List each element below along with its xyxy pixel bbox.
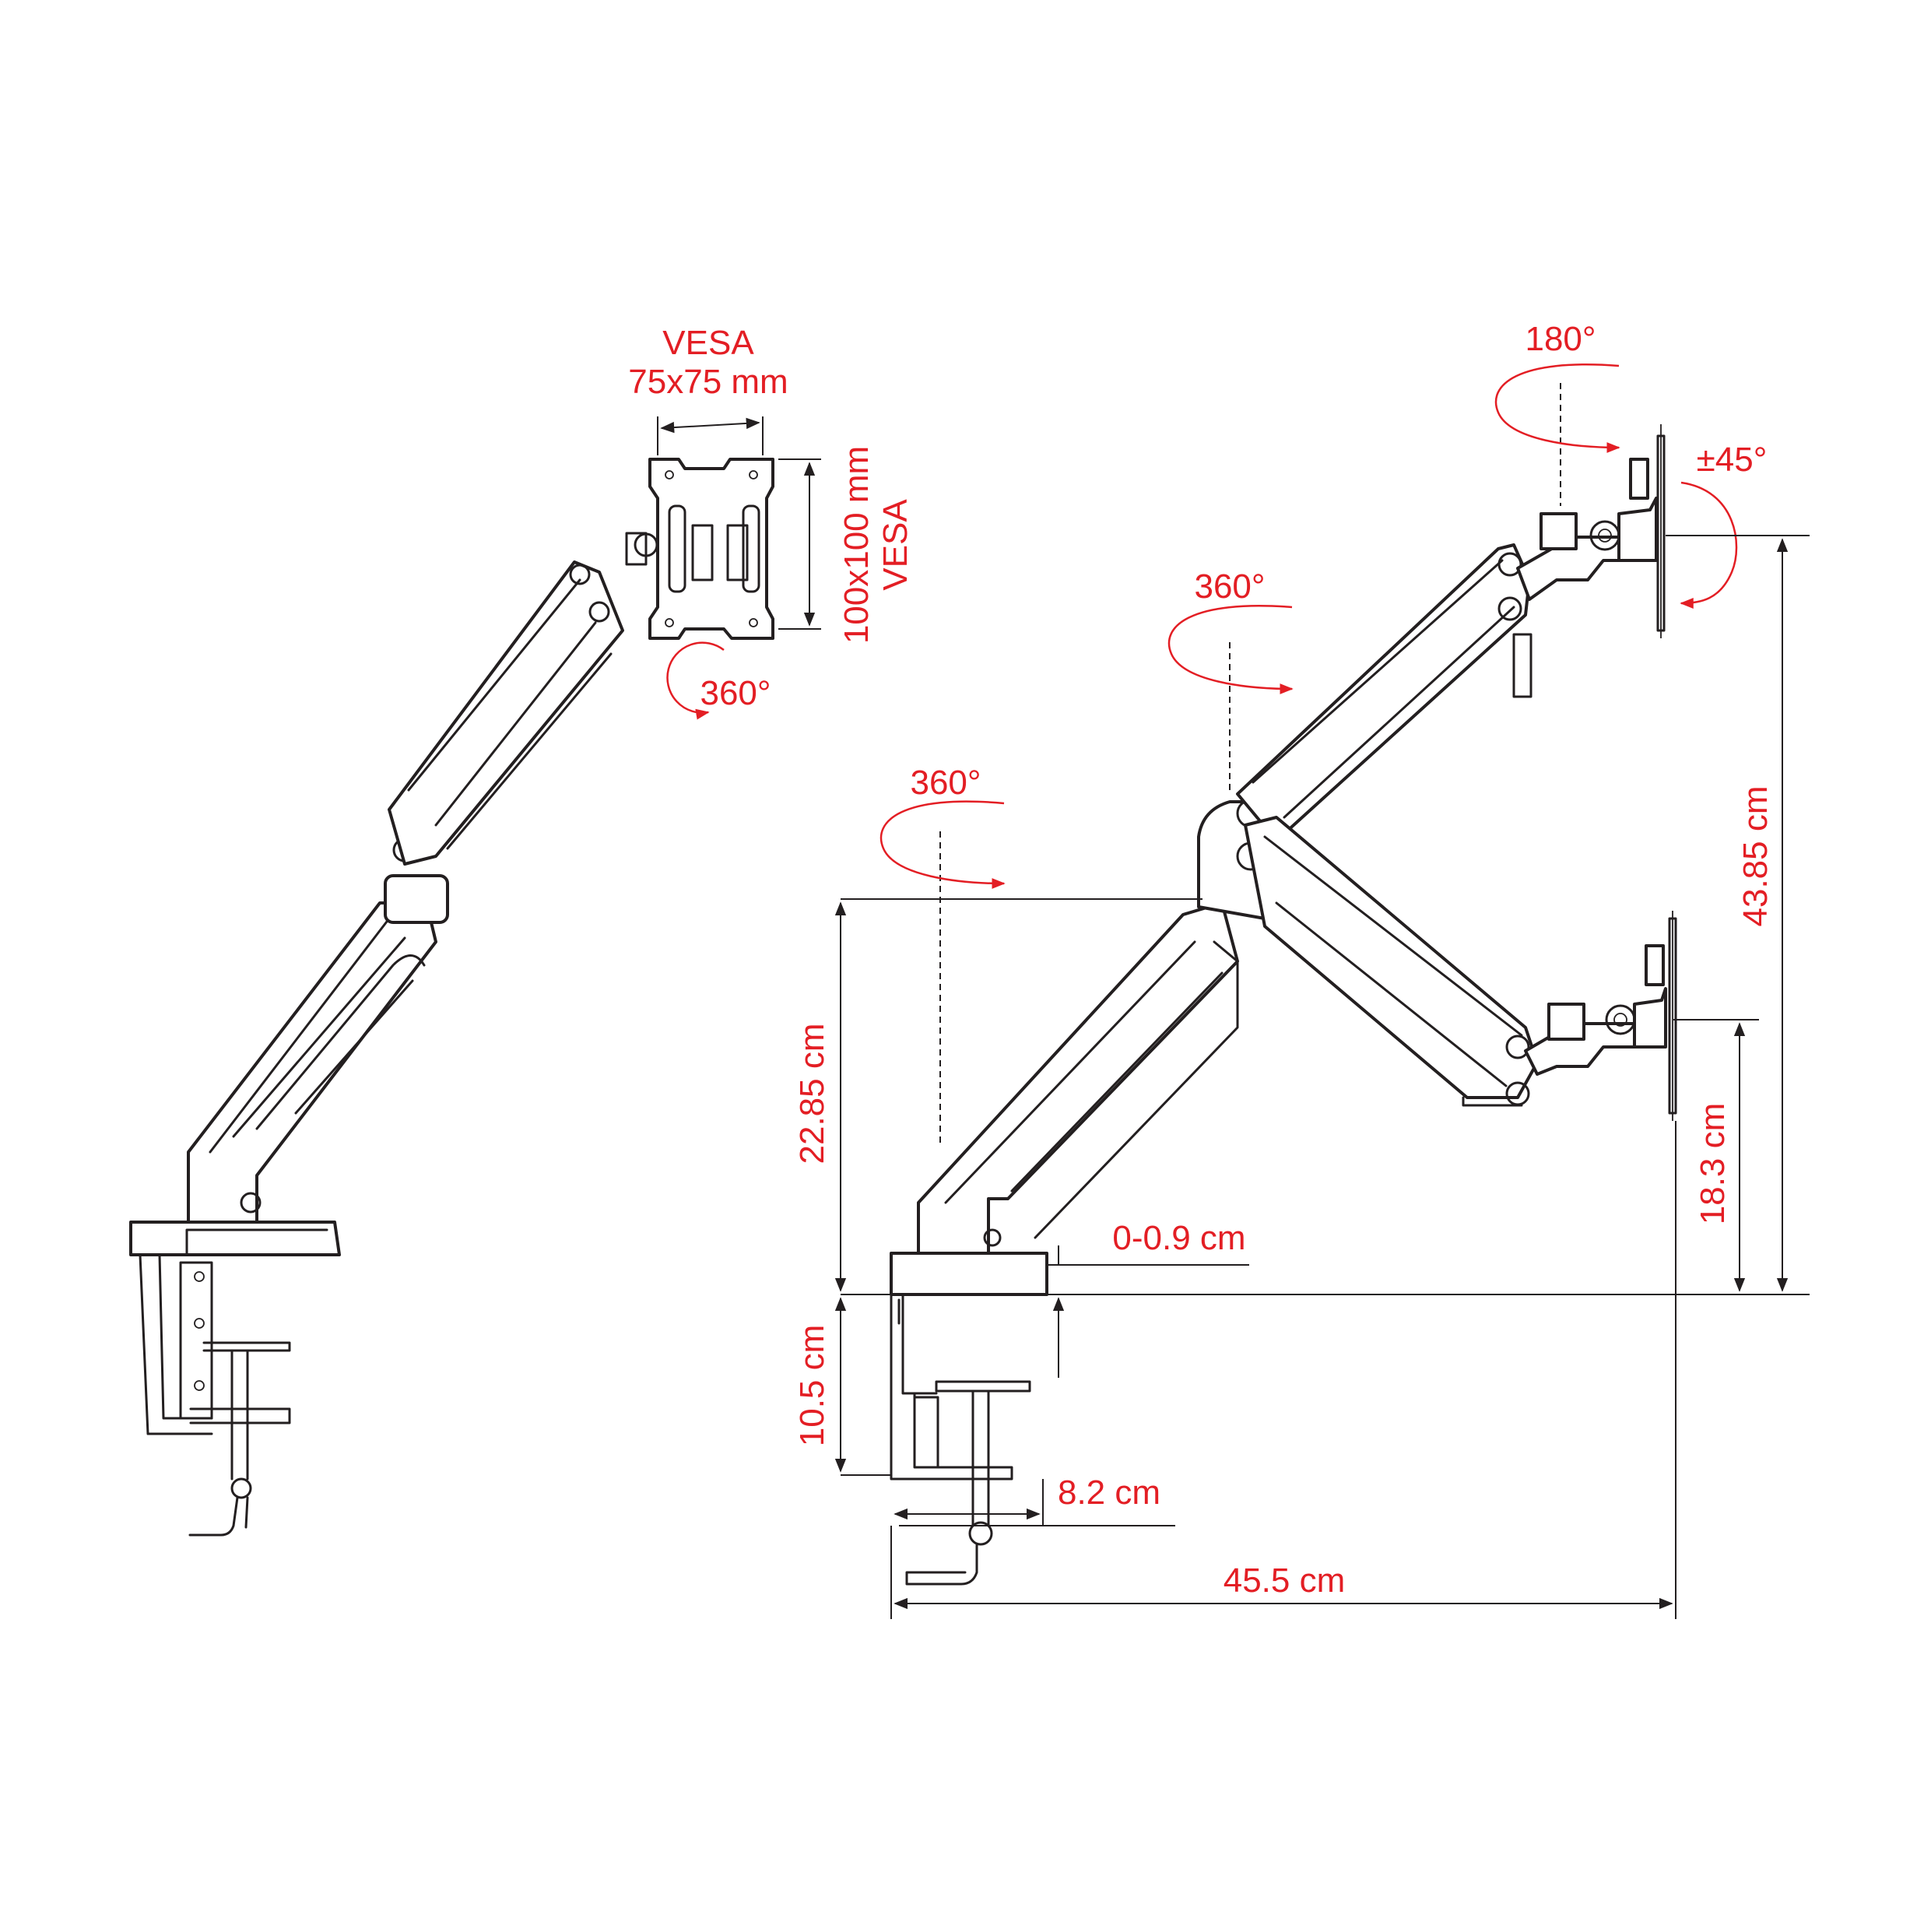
- swivel-rotation-label: 180°: [1525, 320, 1596, 358]
- lowered-monitor-head: [1524, 911, 1677, 1121]
- left-clamp: [129, 1221, 341, 1537]
- rotation-axes: [939, 383, 1561, 1144]
- left-upper-arm: [388, 560, 624, 866]
- plate-rotation-indicator: 360°: [666, 641, 771, 720]
- vesa-height-label-1: 100x100 mm: [837, 446, 876, 644]
- left-perspective-view: VESA 75x75 mm 100x100 mm VESA 360°: [129, 324, 915, 1537]
- vesa-width-label-2: 75x75 mm: [628, 363, 788, 401]
- desk-thickness-label: 0-0.9 cm: [1112, 1219, 1245, 1257]
- elbow-rotation-label: 360°: [1194, 567, 1265, 606]
- pole-height-label: 22.85 cm: [793, 1024, 831, 1164]
- plate-rotation-label: 360°: [700, 674, 771, 712]
- clamp-width-label: 8.2 cm: [1058, 1474, 1160, 1512]
- right-lower-arm: [917, 901, 1239, 1255]
- right-upper-arm-lowered: [1244, 816, 1539, 1107]
- vesa-dimensions: VESA 75x75 mm 100x100 mm VESA: [628, 324, 915, 644]
- left-vesa-plate: [625, 458, 774, 640]
- vesa-width-label-1: VESA: [662, 324, 754, 362]
- base-rotation-label: 360°: [910, 764, 981, 802]
- left-lower-arm: [187, 901, 437, 1224]
- raised-monitor-head: [1516, 424, 1666, 638]
- right-side-view: 360° 360° 180° ±45°: [793, 320, 1810, 1619]
- total-height-label: 43.85 cm: [1736, 786, 1775, 927]
- right-clamp: [890, 1252, 1048, 1586]
- vesa-height-label-2: VESA: [876, 499, 915, 591]
- right-upper-arm-raised: [1236, 543, 1533, 842]
- low-height-label: 18.3 cm: [1694, 1103, 1732, 1225]
- dimension-lines: 22.85 cm 10.5 cm 43.85 cm 18.3 cm 0-0.9 …: [793, 535, 1810, 1619]
- rotation-indicators: 360° 360° 180° ±45°: [879, 320, 1768, 889]
- clamp-height-label: 10.5 cm: [793, 1325, 831, 1447]
- tilt-label: ±45°: [1697, 441, 1768, 479]
- reach-label: 45.5 cm: [1224, 1561, 1346, 1600]
